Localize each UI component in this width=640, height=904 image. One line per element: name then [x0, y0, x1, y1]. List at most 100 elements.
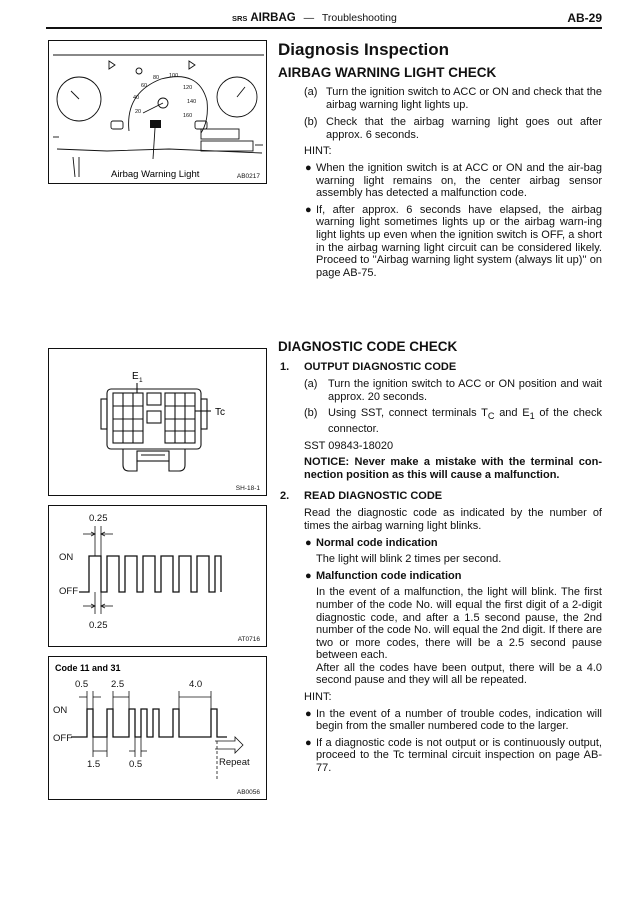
step-text-part: Using SST, connect terminals T: [328, 407, 488, 420]
header-dash: —: [303, 12, 315, 24]
step-label: (a): [304, 86, 318, 98]
intro-text: Read the diagnostic code as indicated by…: [304, 507, 602, 532]
step-label: (a): [304, 378, 318, 390]
dial-label: 140: [187, 99, 196, 105]
normal-code-text: The light will blink 2 times per second.: [316, 553, 502, 566]
section-diagnostic-code-check: DIAGNOSTIC CODE CHECK 1. OUTPUT DIAGNOST…: [278, 338, 602, 775]
bullet-icon: ●: [305, 161, 312, 174]
figure-code: AB0217: [236, 173, 260, 180]
sst-number: SST 09843-18020: [304, 439, 394, 452]
hint-item: ● When the ignition switch is at ACC or …: [278, 162, 602, 200]
terminal-e1-label: E: [132, 371, 139, 382]
dial-label: 20: [135, 109, 141, 115]
hint-item: ● If, after approx. 6 seconds have elaps…: [278, 204, 602, 280]
section-title: Diagnosis Inspection: [278, 40, 449, 59]
bullet-icon: ●: [305, 536, 312, 549]
hint-text: When the ignition switch is at ACC or ON…: [316, 161, 602, 200]
step-text: Turn the ignition switch to ACC or ON an…: [326, 86, 602, 111]
figure-malfunction-code-waveform: Code 11 and 31 0.5 2.5 4.0 ON OFF 1.5 0.…: [48, 656, 267, 800]
page-header: SRS AIRBAG — Troubleshooting AB-29: [46, 8, 602, 28]
hint-label: HINT:: [304, 691, 332, 704]
figure-normal-code-waveform: 0.25 ON OFF 0.25 AT0716: [48, 505, 267, 647]
hint-label: HINT:: [304, 145, 332, 158]
step-label: (b): [304, 116, 318, 129]
airbag-light-caption: Airbag Warning Light: [111, 169, 200, 180]
pause-label: 2.5: [111, 679, 124, 690]
on-label: ON: [59, 552, 73, 563]
pause-label: 1.5: [87, 759, 100, 770]
step: (a) Turn the ignition switch to ACC or O…: [278, 86, 602, 111]
normal-code-title: Normal code indication: [316, 536, 438, 549]
bullet-heading: ● Malfunction code indication: [278, 570, 602, 583]
hint-item: ● In the event of a number of trouble co…: [278, 708, 602, 733]
step-label: (b): [304, 407, 318, 420]
pause-label: 0.5: [75, 679, 88, 690]
bullet-icon: ●: [305, 569, 312, 582]
header-srs: SRS: [232, 14, 248, 23]
repeat-label: Repeat: [219, 757, 250, 768]
hint-item: ● If a diagnostic code is not output or …: [278, 737, 602, 775]
notice: NOTICE: Never make a mistake with the te…: [304, 456, 602, 481]
step-text: Turn the ignition switch to ACC or ON po…: [328, 378, 602, 403]
terminal-tc-label: Tc: [215, 407, 225, 418]
terminal-e1-subscript: 1: [139, 377, 143, 384]
figure-code: AB0056: [236, 789, 260, 796]
dial-label: 80: [153, 75, 159, 81]
header-section: AIRBAG: [250, 12, 296, 24]
figure-code: SH-18-1: [235, 485, 260, 492]
header-rule: [46, 27, 602, 29]
step-text-part: and E: [494, 407, 530, 420]
subsection-title: READ DIAGNOSTIC CODE: [304, 490, 443, 503]
section-title: DIAGNOSTIC CODE CHECK: [278, 339, 458, 354]
off-label: OFF: [53, 733, 72, 744]
terminal-subscript: C: [487, 411, 495, 422]
top-duration-label: 0.25: [89, 513, 108, 524]
subsection-number: 1.: [280, 361, 290, 373]
figure-code: AT0716: [237, 636, 260, 643]
bullet-icon: ●: [305, 203, 312, 216]
bullet-icon: ●: [305, 736, 312, 749]
pause-label: 4.0: [189, 679, 202, 690]
dial-label: 60: [141, 83, 147, 89]
hint-text: If a diagnostic code is not output or is…: [316, 736, 602, 775]
header-subtitle: Troubleshooting: [321, 12, 397, 24]
check-connector-drawing: E 1 Tc: [100, 371, 225, 472]
airbag-light-indicator: [150, 120, 161, 128]
section-diagnosis-inspection: Diagnosis Inspection AIRBAG WARNING LIGH…: [278, 40, 602, 279]
dial-label: 40: [133, 95, 139, 101]
normal-code-waveform-drawing: 0.25 ON OFF 0.25: [59, 513, 222, 631]
malfunction-code-text-2: After all the codes have been output, th…: [316, 661, 602, 687]
malfunction-code-waveform-drawing: Code 11 and 31 0.5 2.5 4.0 ON OFF 1.5 0.…: [53, 663, 250, 779]
dial-label: 100: [169, 73, 178, 79]
instrument-cluster-drawing: 20 40 60 80 100 120 140 160 Airbag Warni…: [53, 54, 264, 180]
step-text-part: of the check connector.: [328, 407, 603, 435]
figure-instrument-cluster: 20 40 60 80 100 120 140 160 Airbag Warni…: [48, 40, 267, 184]
off-label: OFF: [59, 586, 78, 597]
dial-label: 120: [183, 85, 192, 91]
dial-label: 160: [183, 113, 192, 119]
pause-label: 0.5: [129, 759, 142, 770]
header-title: SRS AIRBAG — Troubleshooting: [232, 12, 397, 24]
hint-text: In the event of a number of trouble code…: [316, 707, 602, 733]
malfunction-code-text: In the event of a malfunction, the light…: [316, 586, 602, 662]
subsection-heading: 1. OUTPUT DIAGNOSTIC CODE: [278, 361, 602, 374]
bottom-duration-label: 0.25: [89, 620, 108, 631]
figure-title: Code 11 and 31: [55, 663, 121, 673]
terminal-subscript: 1: [529, 411, 535, 422]
section-subtitle: AIRBAG WARNING LIGHT CHECK: [278, 65, 497, 80]
step-text: Check that the airbag warning light goes…: [326, 116, 602, 141]
step-text: Using SST, connect terminals TC and E1 o…: [328, 407, 602, 435]
page-number: AB-29: [567, 11, 602, 25]
subsection-heading: 2. READ DIAGNOSTIC CODE: [278, 490, 602, 503]
on-label: ON: [53, 705, 67, 716]
bullet-heading: ● Normal code indication: [278, 537, 602, 550]
subsection-title: OUTPUT DIAGNOSTIC CODE: [304, 361, 457, 373]
hint-text: If, after approx. 6 seconds have elapsed…: [316, 203, 602, 279]
step: (b) Using SST, connect terminals TC and …: [278, 407, 602, 435]
subsection-number: 2.: [280, 490, 290, 503]
malfunction-code-title: Malfunction code indication: [316, 569, 462, 582]
bullet-icon: ●: [305, 707, 312, 720]
step: (a) Turn the ignition switch to ACC or O…: [278, 378, 602, 403]
figure-check-connector: E 1 Tc SH-18-1: [48, 348, 267, 496]
step: (b) Check that the airbag warning light …: [278, 116, 602, 141]
